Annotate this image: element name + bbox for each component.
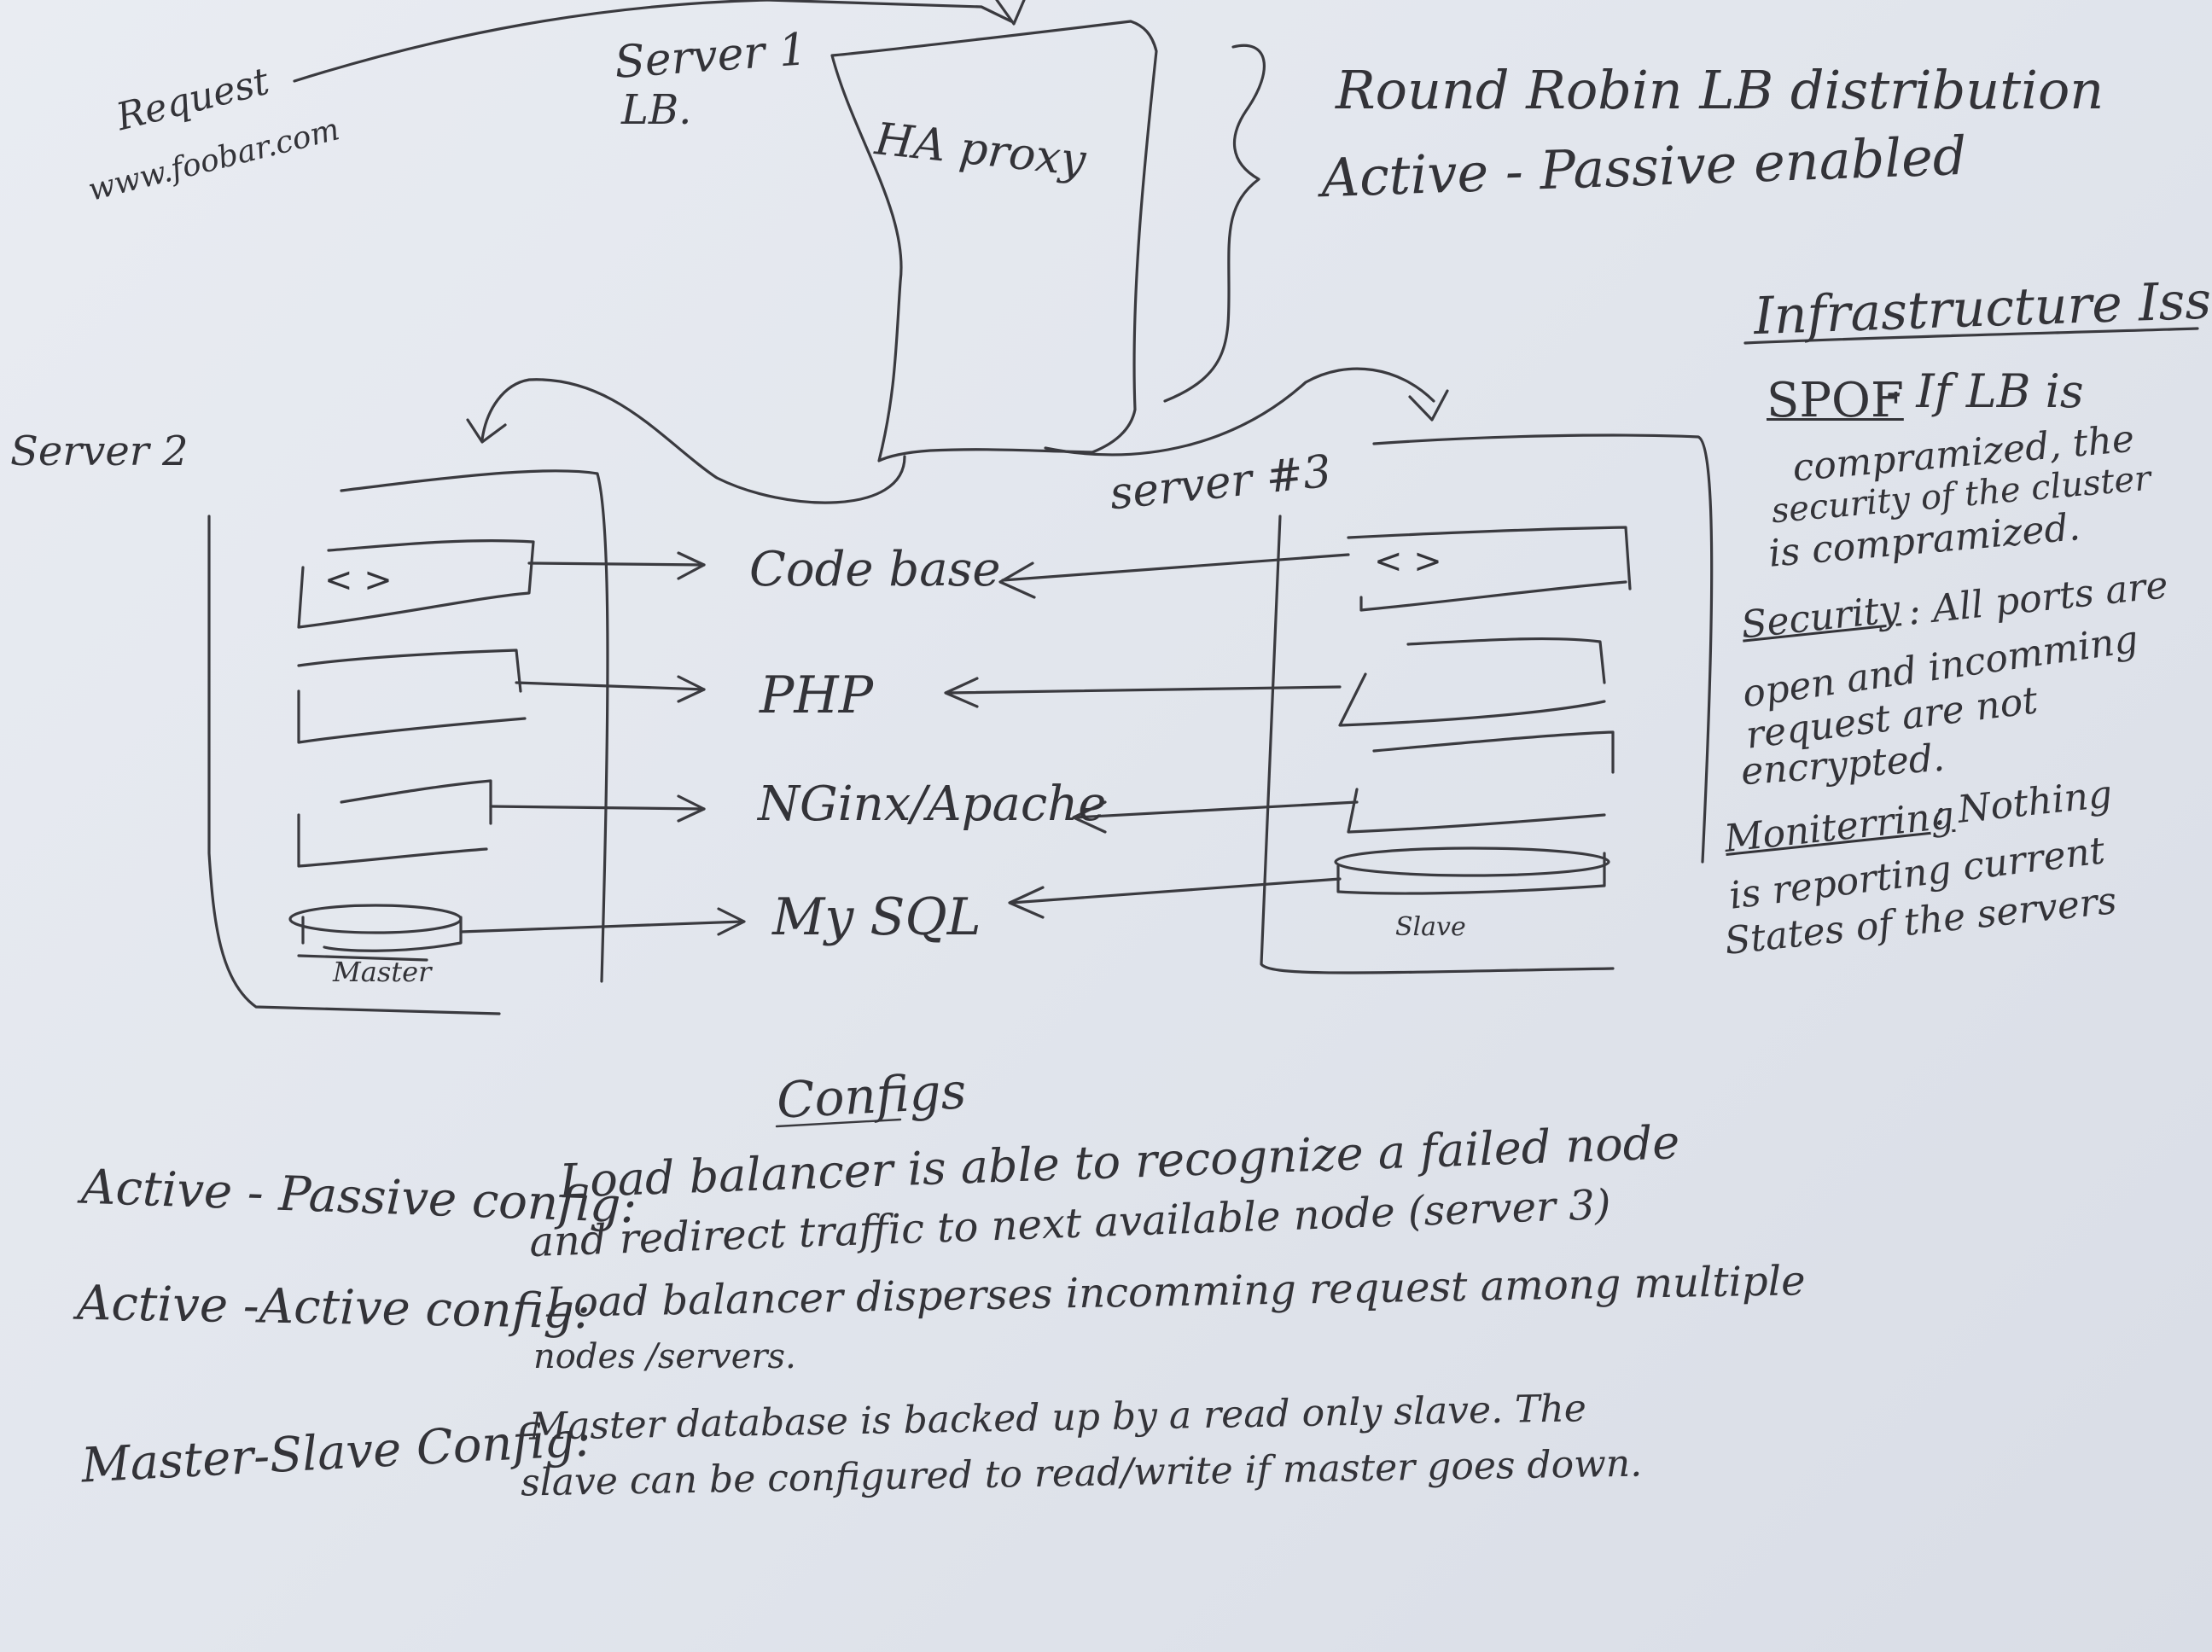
proxy-to-server2-arrow <box>480 378 906 504</box>
request-arrow-into-proxy <box>766 0 1013 23</box>
stack-web-label: NGinx/Apache <box>758 777 1107 832</box>
s3-to-codebase-arrow <box>1001 553 1350 582</box>
server3-php-layer <box>1338 637 1606 727</box>
server3-left-edge <box>1260 515 1615 974</box>
server3-db-label: Slave <box>1395 912 1466 942</box>
arrow-head-php <box>677 675 706 703</box>
arrow-head-server2 <box>466 418 507 444</box>
configs-heading: Configs <box>775 1062 968 1130</box>
server2-label: Server 2 <box>10 428 189 475</box>
server3-db-body <box>1336 852 1606 895</box>
arrow-head-mysql-left <box>1008 886 1045 919</box>
stack-codebase-label: Code base <box>749 542 1001 597</box>
s2-to-web-arrow <box>489 805 706 811</box>
server3-code-layer <box>1347 526 1632 612</box>
configs-heading-underline <box>775 1118 902 1128</box>
config-active-active-line2: nodes /servers. <box>533 1337 796 1376</box>
s3-to-mysql-arrow <box>1010 877 1342 905</box>
arrow-head-codebase-left <box>998 561 1036 599</box>
server2-outline <box>207 515 501 1015</box>
server2-db-top <box>288 904 463 934</box>
server1-label: Server 1 <box>613 24 809 89</box>
server2-web-layer <box>297 779 492 868</box>
lb-brace <box>1163 44 1266 403</box>
stack-php-label: PHP <box>760 666 874 725</box>
haproxy-box <box>830 20 1158 462</box>
arrow-head-web-left <box>1072 800 1107 834</box>
issues-spof-term: SPOF <box>1767 373 1904 428</box>
stack-mysql-label: My SQL <box>772 887 981 947</box>
server3-web-layer <box>1347 730 1615 834</box>
s2-to-mysql-arrow <box>459 920 744 934</box>
server2-code-tag: < > <box>324 561 393 600</box>
issues-spof-line1: - If LB is <box>1886 364 2084 418</box>
config-active-active-term: Active -Active config: <box>76 1275 591 1341</box>
s2-to-php-arrow <box>515 681 706 691</box>
arrow-head-web <box>677 794 706 823</box>
s3-to-php-arrow <box>946 685 1342 695</box>
server1-lb-label: LB. <box>621 86 692 134</box>
s3-to-web-arrow <box>1074 800 1359 819</box>
server2-top-edge <box>340 469 609 983</box>
arrow-head-top <box>995 0 1026 26</box>
server2-db-body <box>297 916 463 962</box>
proxy-to-server3-arrow <box>1044 367 1435 457</box>
server2-code-layer <box>297 539 535 629</box>
arrow-head-php-left <box>944 677 979 708</box>
s2-to-codebase-arrow <box>527 561 706 567</box>
server2-db-label: Master <box>333 956 432 988</box>
server3-db-top <box>1334 846 1610 877</box>
issues-heading-underline <box>1743 327 2199 345</box>
arrow-head-mysql <box>717 907 746 936</box>
lb-distribution-note: Round Robin LB distribution <box>1336 59 2104 121</box>
arrow-head-codebase <box>677 551 706 580</box>
server2-php-layer <box>297 649 527 744</box>
request-line <box>293 0 770 83</box>
server3-code-tag: < > <box>1374 542 1442 581</box>
arrow-head-server3 <box>1408 389 1449 422</box>
server3-outline <box>1372 433 1714 864</box>
